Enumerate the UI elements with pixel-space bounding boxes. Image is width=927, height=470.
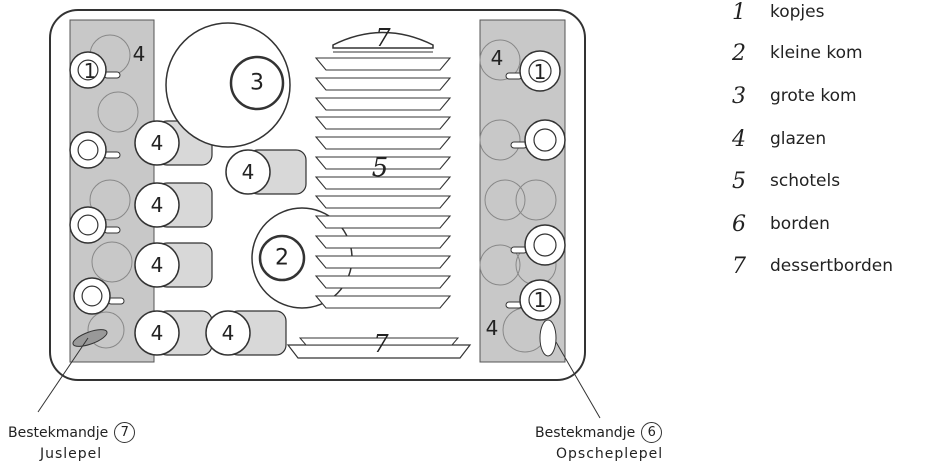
glass-marker-faint: 4 <box>133 42 146 66</box>
legend-item-7: 7 dessertborden <box>732 253 893 279</box>
callout-left-sub: Juslepel <box>40 446 103 462</box>
saucer-plate <box>314 275 452 289</box>
legend-item-4: 4 glazen <box>732 126 827 152</box>
glass-outline <box>87 311 125 349</box>
legend-number: 6 <box>732 211 746 237</box>
saucer-plate <box>314 156 452 170</box>
cup-inner <box>533 233 557 257</box>
glass-marker: 4 <box>151 193 164 217</box>
top-bowl-marker-placeholder: 7 <box>375 24 391 52</box>
glass-outline <box>484 179 526 221</box>
glass-outline <box>479 244 521 286</box>
glass-outline <box>89 179 131 221</box>
serving-spoon-icon <box>539 319 557 357</box>
glass-base <box>225 149 271 195</box>
legend-label: kopjes <box>770 2 825 22</box>
glass-outline <box>91 241 133 283</box>
glass-marker: 4 <box>151 131 164 155</box>
legend-item-1: 1 kopjes <box>732 0 825 25</box>
large-bowl-outer <box>165 22 291 148</box>
top-bowl <box>332 31 434 49</box>
cup-inner <box>528 59 552 83</box>
cup-marker: 1 <box>84 59 97 83</box>
saucer-marker: 5 <box>372 153 389 183</box>
legend-label: grote kom <box>770 86 857 106</box>
glass-outline <box>97 91 139 133</box>
legend-label: borden <box>770 214 830 234</box>
callout-left-line <box>37 337 89 413</box>
legend-number: 1 <box>732 0 746 25</box>
saucer-plate <box>314 176 452 190</box>
saucer-plate <box>314 255 452 269</box>
dessert-plate-top <box>298 337 460 346</box>
ladle-icon <box>72 329 108 347</box>
cup-marker-right-bottom: 1 <box>534 288 547 312</box>
glass-marker-faint-right: 4 <box>491 46 504 70</box>
saucer-plate <box>314 97 452 111</box>
glass-base <box>205 310 251 356</box>
legend-label: dessertborden <box>770 256 893 276</box>
cup-inner <box>81 285 103 307</box>
legend-label: kleine kom <box>770 43 863 63</box>
callout-right-number: 6 <box>641 422 663 443</box>
cup-marker-right-top: 1 <box>534 60 547 84</box>
saucer-plate <box>314 136 452 150</box>
glass-marker: 4 <box>242 160 255 184</box>
callout-right-sub: Opscheplepel <box>556 446 664 462</box>
legend-item-6: 6 borden <box>732 211 830 237</box>
legend-label: schotels <box>770 171 841 191</box>
cup-inner <box>77 214 99 236</box>
saucer-plate <box>314 77 452 91</box>
legend-item-3: 3 grote kom <box>732 83 857 109</box>
callout-left-number: 7 <box>114 422 136 443</box>
glass-outline <box>479 39 521 81</box>
rack-items: 4 1 4 4 4 4 4 4 3 2 7 5 7 4 4 1 1 <box>69 22 566 359</box>
legend-item-2: 2 kleine kom <box>732 40 863 66</box>
glass-marker: 4 <box>222 321 235 345</box>
cup-inner <box>528 288 552 312</box>
small-bowl-center <box>258 234 306 282</box>
cup-inner <box>77 139 99 161</box>
callout-right-line <box>555 341 601 419</box>
glass-outline <box>479 119 521 161</box>
glass-marker: 4 <box>151 253 164 277</box>
legend-label: glazen <box>770 129 827 149</box>
legend-number: 3 <box>732 83 746 109</box>
dessert-plate-marker: 7 <box>373 330 389 358</box>
cup-inner <box>533 128 557 152</box>
callout-right: Bestekmandje 6 <box>535 422 663 443</box>
legend-number: 4 <box>732 126 746 152</box>
callout-right-label: Bestekmandje <box>535 425 636 441</box>
large-bowl-marker: 3 <box>250 71 264 96</box>
small-bowl-marker: 2 <box>275 246 289 271</box>
glass-base <box>134 310 180 356</box>
saucer-plate <box>314 235 452 249</box>
legend-number: 5 <box>732 168 746 194</box>
glass-marker: 4 <box>151 321 164 345</box>
cup-inner <box>77 59 99 81</box>
saucer-plate <box>314 195 452 209</box>
saucer-plate <box>314 57 452 71</box>
glass-base <box>134 182 180 228</box>
glass-marker-faint-right-bottom: 4 <box>486 316 499 340</box>
callout-left: Bestekmandje 7 <box>8 422 136 443</box>
saucer-plate <box>314 295 452 309</box>
glass-base <box>134 242 180 288</box>
glass-base <box>134 120 180 166</box>
legend-item-5: 5 schotels <box>732 168 841 194</box>
legend-number: 7 <box>732 253 746 279</box>
callout-left-label: Bestekmandje <box>8 425 109 441</box>
saucer-plate <box>314 116 452 130</box>
large-bowl-center <box>229 55 285 111</box>
glass-outline <box>515 179 557 221</box>
saucer-plate <box>314 215 452 229</box>
legend-number: 2 <box>732 40 746 66</box>
